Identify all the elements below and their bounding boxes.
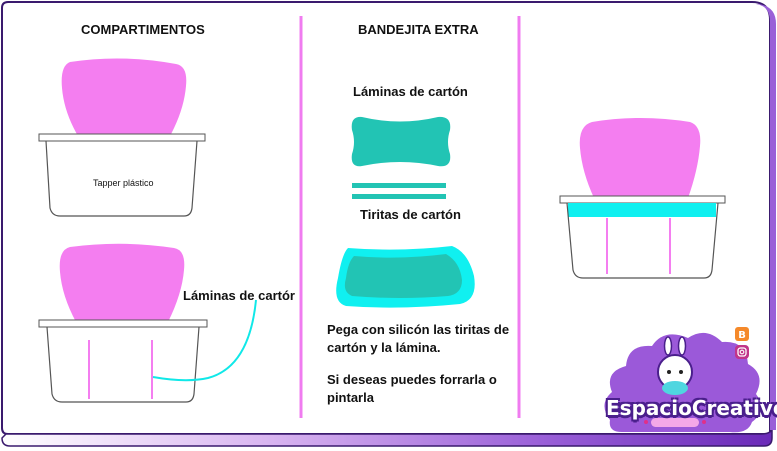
logo-ribbon	[651, 418, 699, 427]
heading-compartments: COMPARTIMENTOS	[81, 22, 205, 37]
instruction-step-1: Pega con silicón las tiritas de cartón y…	[327, 322, 510, 355]
pointer-line	[152, 299, 257, 382]
bunny-ear-left	[663, 336, 673, 356]
blogger-icon[interactable]	[735, 327, 749, 341]
tapper-body-bottom	[46, 326, 200, 403]
tapper-lid-top	[38, 133, 206, 142]
heart-right-icon	[702, 420, 706, 424]
pink-shape-final	[579, 118, 701, 198]
pink-shape-bottom	[59, 243, 185, 322]
pink-shape-top	[61, 58, 187, 136]
bunny-body	[662, 381, 688, 395]
instagram-icon-lens	[739, 349, 745, 355]
instruction-step-2: Si deseas puedes forrarla o pintarla	[327, 372, 497, 405]
label-cardboard-sheets-left: Láminas de cartór	[183, 288, 295, 303]
instagram-icon[interactable]	[735, 345, 749, 359]
cardboard-sheet	[351, 116, 451, 167]
bunny-eye-left	[667, 370, 671, 374]
label-tapper: Tapper plástico	[93, 178, 154, 188]
extra-tray-final	[568, 203, 716, 217]
brand-name: EspacioCreativo	[606, 396, 777, 420]
heading-extra-tray: BANDEJITA EXTRA	[358, 22, 479, 37]
bunny-eye-right	[679, 370, 683, 374]
tray-inner	[344, 254, 462, 298]
label-cardboard-strips: Tiritas de cartón	[360, 207, 461, 222]
tapper-lid-final	[559, 195, 726, 204]
tapper-body-final	[566, 202, 719, 279]
label-cardboard-sheets: Láminas de cartón	[353, 84, 468, 99]
bottom-band	[1, 427, 773, 447]
bunny-ear-right	[677, 336, 687, 356]
right-band	[756, 4, 776, 430]
tapper-lid-bottom	[38, 319, 208, 328]
heart-left-icon	[644, 420, 648, 424]
blogger-icon-glyph: B	[738, 330, 746, 341]
cardboard-strip-1	[352, 183, 446, 188]
tapper-body-top	[45, 140, 198, 217]
cardboard-strip-2	[352, 194, 446, 199]
instagram-icon-ring	[737, 347, 747, 357]
